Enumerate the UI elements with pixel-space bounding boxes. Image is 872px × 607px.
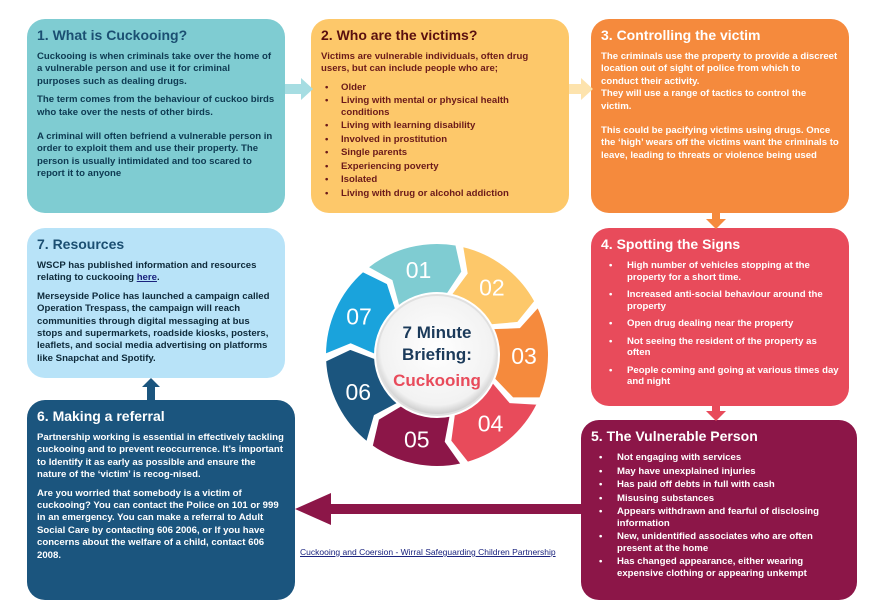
box7-paragraph-1: WSCP has published information and resou… [37,260,275,285]
list-item: Misusing substances [591,493,847,505]
wheel-segment-label: 05 [404,427,430,453]
box2-title: 2. Who are the victims? [321,27,478,43]
box-who-are-victims: 2. Who are the victims? Victims are vuln… [311,19,569,213]
list-item: Living with learning disability [321,120,559,132]
list-item: Open drug dealing near the property [601,318,839,330]
list-item: High number of vehicles stopping at the … [601,260,839,283]
wheel-segment-label: 04 [478,411,504,437]
box2-intro: Victims are vulnerable individuals, ofte… [321,51,529,75]
wheel-segment [323,269,398,357]
wheel-segment-label: 03 [511,343,537,369]
box-controlling-victim: 3. Controlling the victim The criminals … [591,19,849,213]
list-item: Living with mental or physical health co… [321,95,559,118]
wheel-segment [370,404,464,468]
box7-paragraph-1-end: . [156,272,160,284]
wheel-segments: 01 02 03 04 05 06 07 [323,242,550,468]
box3-paragraph-3: This could be pacifying victims using dr… [601,125,839,161]
box3-title: 3. Controlling the victim [601,27,761,43]
list-item: Involved in prostitution [321,134,559,146]
box5-indicators-list: Not engaging with services May have unex… [591,452,847,579]
wheel-segment-label: 07 [346,303,372,329]
arrow-6-to-7-icon [142,378,160,401]
box2-victim-list: Older Living with mental or physical hea… [321,82,559,200]
list-item: Has paid off debts in full with cash [591,479,847,491]
box7-title: 7. Resources [37,236,125,252]
box6-paragraph-2: Are you worried that somebody is a victi… [37,487,279,561]
wheel-segment [365,242,464,309]
wheel-segment-label: 02 [479,275,505,301]
box-spotting-signs: 4. Spotting the Signs High number of veh… [591,228,849,406]
wheel-center-line-2: Briefing: [402,345,472,364]
list-item: Living with drug or alcohol addiction [321,188,559,200]
wheel-segment [324,347,401,445]
arrow-4-to-5-icon [706,405,726,421]
list-item: Not seeing the resident of the property … [601,336,839,359]
wheel-segment [449,244,537,327]
box-making-referral: 6. Making a referral Partnership working… [27,400,295,600]
resources-here-link[interactable]: here [136,272,157,284]
arrow-3-to-4-icon [706,212,726,229]
box3-paragraph-2: They will use a range of tactics to cont… [601,88,807,112]
list-item: Experiencing poverty [321,161,559,173]
box4-title: 4. Spotting the Signs [601,236,741,252]
list-item: Older [321,82,559,94]
box1-title: 1. What is Cuckooing? [37,27,188,43]
box5-title: 5. The Vulnerable Person [591,428,758,444]
box-what-is-cuckooing: 1. What is Cuckooing? Cuckooing is when … [27,19,285,213]
box-resources: 7. Resources WSCP has published informat… [27,228,285,378]
box1-paragraph-3: A criminal will often befriend a vulnera… [37,131,273,180]
list-item: Isolated [321,174,559,186]
box7-paragraph-2: Merseyside Police has launched a campaig… [37,290,270,364]
list-item: Not engaging with services [591,452,847,464]
list-item: Single parents [321,147,559,159]
box1-paragraph-1: Cuckooing is when criminals take over th… [37,51,272,87]
list-item: Appears withdrawn and fearful of disclos… [591,506,847,529]
list-item: New, unidentified associates who are oft… [591,531,847,554]
arrow-1-to-2-icon [285,78,313,100]
wheel-segment-label: 01 [406,257,432,283]
wheel-center-line-1: 7 Minute [403,323,472,342]
wheel-segment [449,380,540,464]
box1-paragraph-2: The term comes from the behaviour of cuc… [37,94,275,118]
wheel-center-line-3: Cuckooing [393,371,481,390]
wheel-center-disc [376,294,498,416]
box3-paragraph-1: The criminals use the property to provid… [601,51,838,87]
wheel-segment-label: 06 [345,379,371,405]
list-item: Has changed appearance, either wearing e… [591,556,847,579]
arrow-2-to-3-icon [569,78,593,100]
box6-title: 6. Making a referral [37,408,165,424]
wheel-segment [491,304,550,400]
list-item: May have unexplained injuries [591,466,847,478]
box4-signs-list: High number of vehicles stopping at the … [601,260,839,388]
list-item: People coming and going at various times… [601,365,839,388]
box-vulnerable-person: 5. The Vulnerable Person Not engaging wi… [581,420,857,600]
footer-wscp-link[interactable]: Cuckooing and Coersion - Wirral Safeguar… [300,547,556,557]
box7-paragraph-1-text: WSCP has published information and resou… [37,260,257,284]
list-item: Increased anti-social behaviour around t… [601,289,839,312]
box6-paragraph-1: Partnership working is essential in effe… [37,432,284,481]
arrow-5-to-6-icon [295,493,582,525]
